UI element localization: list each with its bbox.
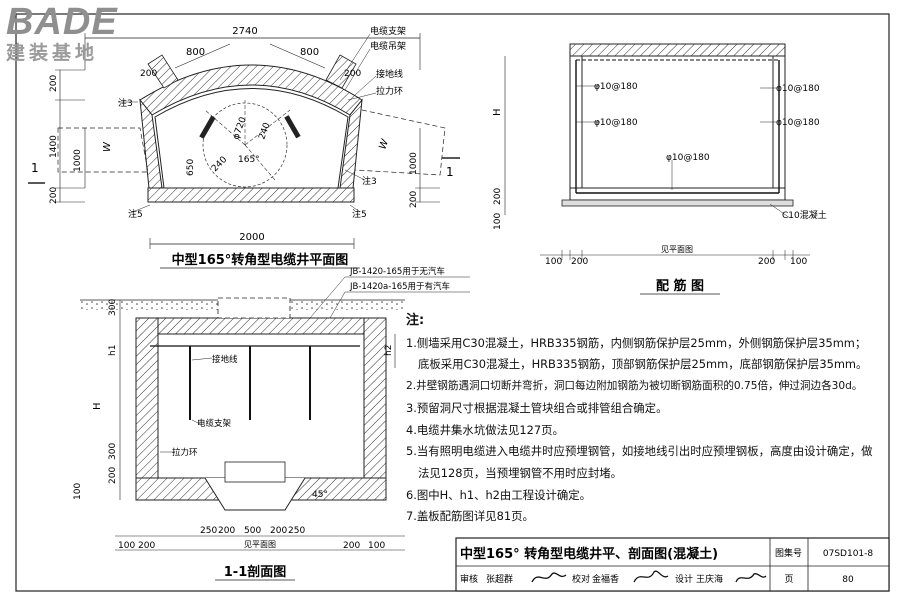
dim-1000-right: 1000 (409, 152, 419, 175)
dim-w-left: W (102, 141, 113, 152)
note-line: 5.当有照明电缆进入电缆井时应预埋钢管，如接地线引出时应预埋钢板，高度由设计确定… (406, 444, 873, 459)
angle-165: 165° (238, 155, 260, 165)
sec-b2: 250 (200, 526, 217, 536)
section-mark-right: 1 (446, 165, 454, 179)
note-line: 2.井壁钢筋遇洞口切断并弯折，洞口每边附加钢筋为被切断钢筋面积的0.75倍，伸过… (406, 380, 863, 393)
sec-dim-H: H (92, 402, 103, 410)
sec-b6: 250 (288, 526, 305, 536)
rebar-label-1: φ10@180 (594, 82, 638, 92)
sec-b0: 100 (118, 541, 135, 551)
sec-dim-300: 300 (108, 299, 118, 316)
section-mark-left: 1 (31, 161, 39, 175)
page-label: 页 (784, 574, 793, 585)
notes-block: 注: 1.侧墙采用C30混凝土，HRB335钢筋，内侧钢筋保护层25mm，外侧钢… (406, 310, 896, 528)
dim-800-right: 800 (300, 47, 319, 58)
rebar-b200b: 200 (758, 257, 775, 267)
rebar-b200: 200 (571, 257, 588, 267)
note-line: 法见128页，当预埋钢管不用时应封堵。 (418, 465, 622, 480)
sec-dim-100: 100 (73, 483, 83, 500)
dim-2000: 2000 (239, 232, 264, 243)
sec-b7: 200 (343, 541, 360, 551)
page-no: 80 (842, 575, 854, 585)
note-line: 底板采用C30混凝土，HRB335钢筋，顶部钢筋保护层25mm，底部钢筋保护层3… (418, 357, 868, 372)
atlas-no: 07SD101-8 (823, 549, 874, 559)
rebar-title: 配 筋 图 (656, 278, 704, 294)
sec-width-note: 见平面图 (244, 540, 276, 549)
sec-dim-200: 200 (108, 467, 118, 484)
cover-light: JB-1420-165用于无汽车 (349, 266, 445, 277)
cover-heavy: JB-1420a-165用于有汽车 (349, 281, 450, 292)
section-title: 1-1剖面图 (224, 564, 287, 580)
rebar-h: H (492, 108, 503, 116)
sec-b4: 500 (244, 526, 261, 536)
dim-200-right: 200 (409, 191, 419, 208)
sec-ground-wire: 接地线 (212, 354, 238, 365)
dim-240b: 240 (210, 155, 229, 174)
sec-dim-h1: h1 (108, 345, 118, 356)
note-line: 7.盖板配筋图详见81页。 (406, 509, 534, 524)
note-line: 4.电缆井集水坑做法见127页。 (406, 422, 564, 437)
atlas-label: 图集号 (775, 547, 802, 559)
label-cable-hanger: 电缆吊架 (370, 40, 406, 52)
label-cable-support: 电缆支架 (370, 25, 406, 37)
rebar-b100: 100 (545, 257, 562, 267)
dim-2740: 2740 (232, 26, 257, 37)
rebar-label-5: φ10@180 (666, 153, 710, 163)
sec-dim-h2: h2 (384, 345, 394, 356)
plan-title: 中型165°转角型电缆井平面图 (172, 252, 349, 268)
dim-200-corner-left: 200 (140, 69, 157, 79)
label-note5-left: 注5 (128, 208, 143, 220)
drawing-title: 中型165° 转角型电缆井平、剖面图(混凝土) (460, 546, 718, 562)
dim-800-left: 800 (186, 47, 205, 58)
design-label: 设计 (675, 573, 693, 585)
rebar-dim-200: 200 (493, 188, 503, 205)
dim-720: φ720 (231, 116, 248, 141)
sec-b1: 200 (138, 541, 155, 551)
dim-200-corner-right: 200 (344, 69, 361, 79)
rebar-view: φ10@180 φ10@180 φ10@180 φ10@180 φ10@180 … (492, 43, 827, 295)
note-line: 3.预留洞尺寸根据混凝土管块组合或排管组合确定。 (406, 400, 668, 415)
reviewer: 张超群 (486, 573, 513, 585)
plan-view: 2740 φ720 240 240 165° 650 800 (28, 25, 460, 269)
dim-1400: 1400 (49, 135, 59, 158)
note-line: 1.侧墙采用C30混凝土，HRB335钢筋，内侧钢筋保护层25mm，外侧钢筋保护… (406, 335, 867, 350)
sec-b5: 200 (270, 526, 287, 536)
dim-w-right: W (377, 137, 391, 151)
dim-240a: 240 (257, 121, 272, 141)
sec-pull-ring: 拉力环 (172, 447, 198, 458)
sec-dim-300b: 300 (108, 443, 118, 460)
sec-cable-support: 电缆支架 (197, 418, 232, 429)
logo-text: BADE (6, 1, 118, 43)
label-note5-right: 注5 (352, 208, 367, 220)
dim-200-left-bottom: 200 (49, 187, 59, 204)
checker: 金福香 (592, 573, 619, 585)
note-line: 6.图中H、h1、h2由工程设计确定。 (406, 487, 592, 502)
label-ground-wire: 接地线 (376, 68, 403, 80)
dim-650: 650 (186, 159, 196, 176)
logo-subtitle: 建装基地 (6, 42, 99, 64)
sec-b3: 200 (218, 526, 235, 536)
rebar-label-3: φ10@180 (776, 84, 820, 94)
label-pull-ring: 拉力环 (376, 85, 403, 97)
dim-200-left-top: 200 (49, 75, 59, 92)
rebar-label-4: φ10@180 (776, 118, 820, 128)
rebar-label-2: φ10@180 (594, 118, 638, 128)
designer: 王庆海 (696, 573, 723, 585)
notes-title: 注: (406, 313, 425, 328)
sec-b8: 100 (368, 541, 385, 551)
check-label: 校对 (572, 573, 590, 585)
rebar-dim-100: 100 (493, 213, 503, 230)
label-note3-left: 注3 (118, 97, 133, 109)
rebar-width-note: 见平面图 (661, 245, 693, 254)
brand-logo: BADE 建装基地 (6, 1, 136, 66)
review-label: 审核 (460, 573, 478, 585)
section-view: JB-1420-165用于无汽车 JB-1420a-165用于有汽车 接地线 电… (73, 266, 470, 581)
sec-angle: 45° (312, 490, 328, 500)
rebar-b100b: 100 (790, 257, 807, 267)
label-note3-right: 注3 (362, 175, 377, 187)
rebar-concrete: C10混凝土 (782, 209, 827, 221)
title-block: 中型165° 转角型电缆井平、剖面图(混凝土) 图集号 07SD101-8 审核… (455, 537, 890, 592)
dim-1000-left: 1000 (73, 149, 83, 172)
